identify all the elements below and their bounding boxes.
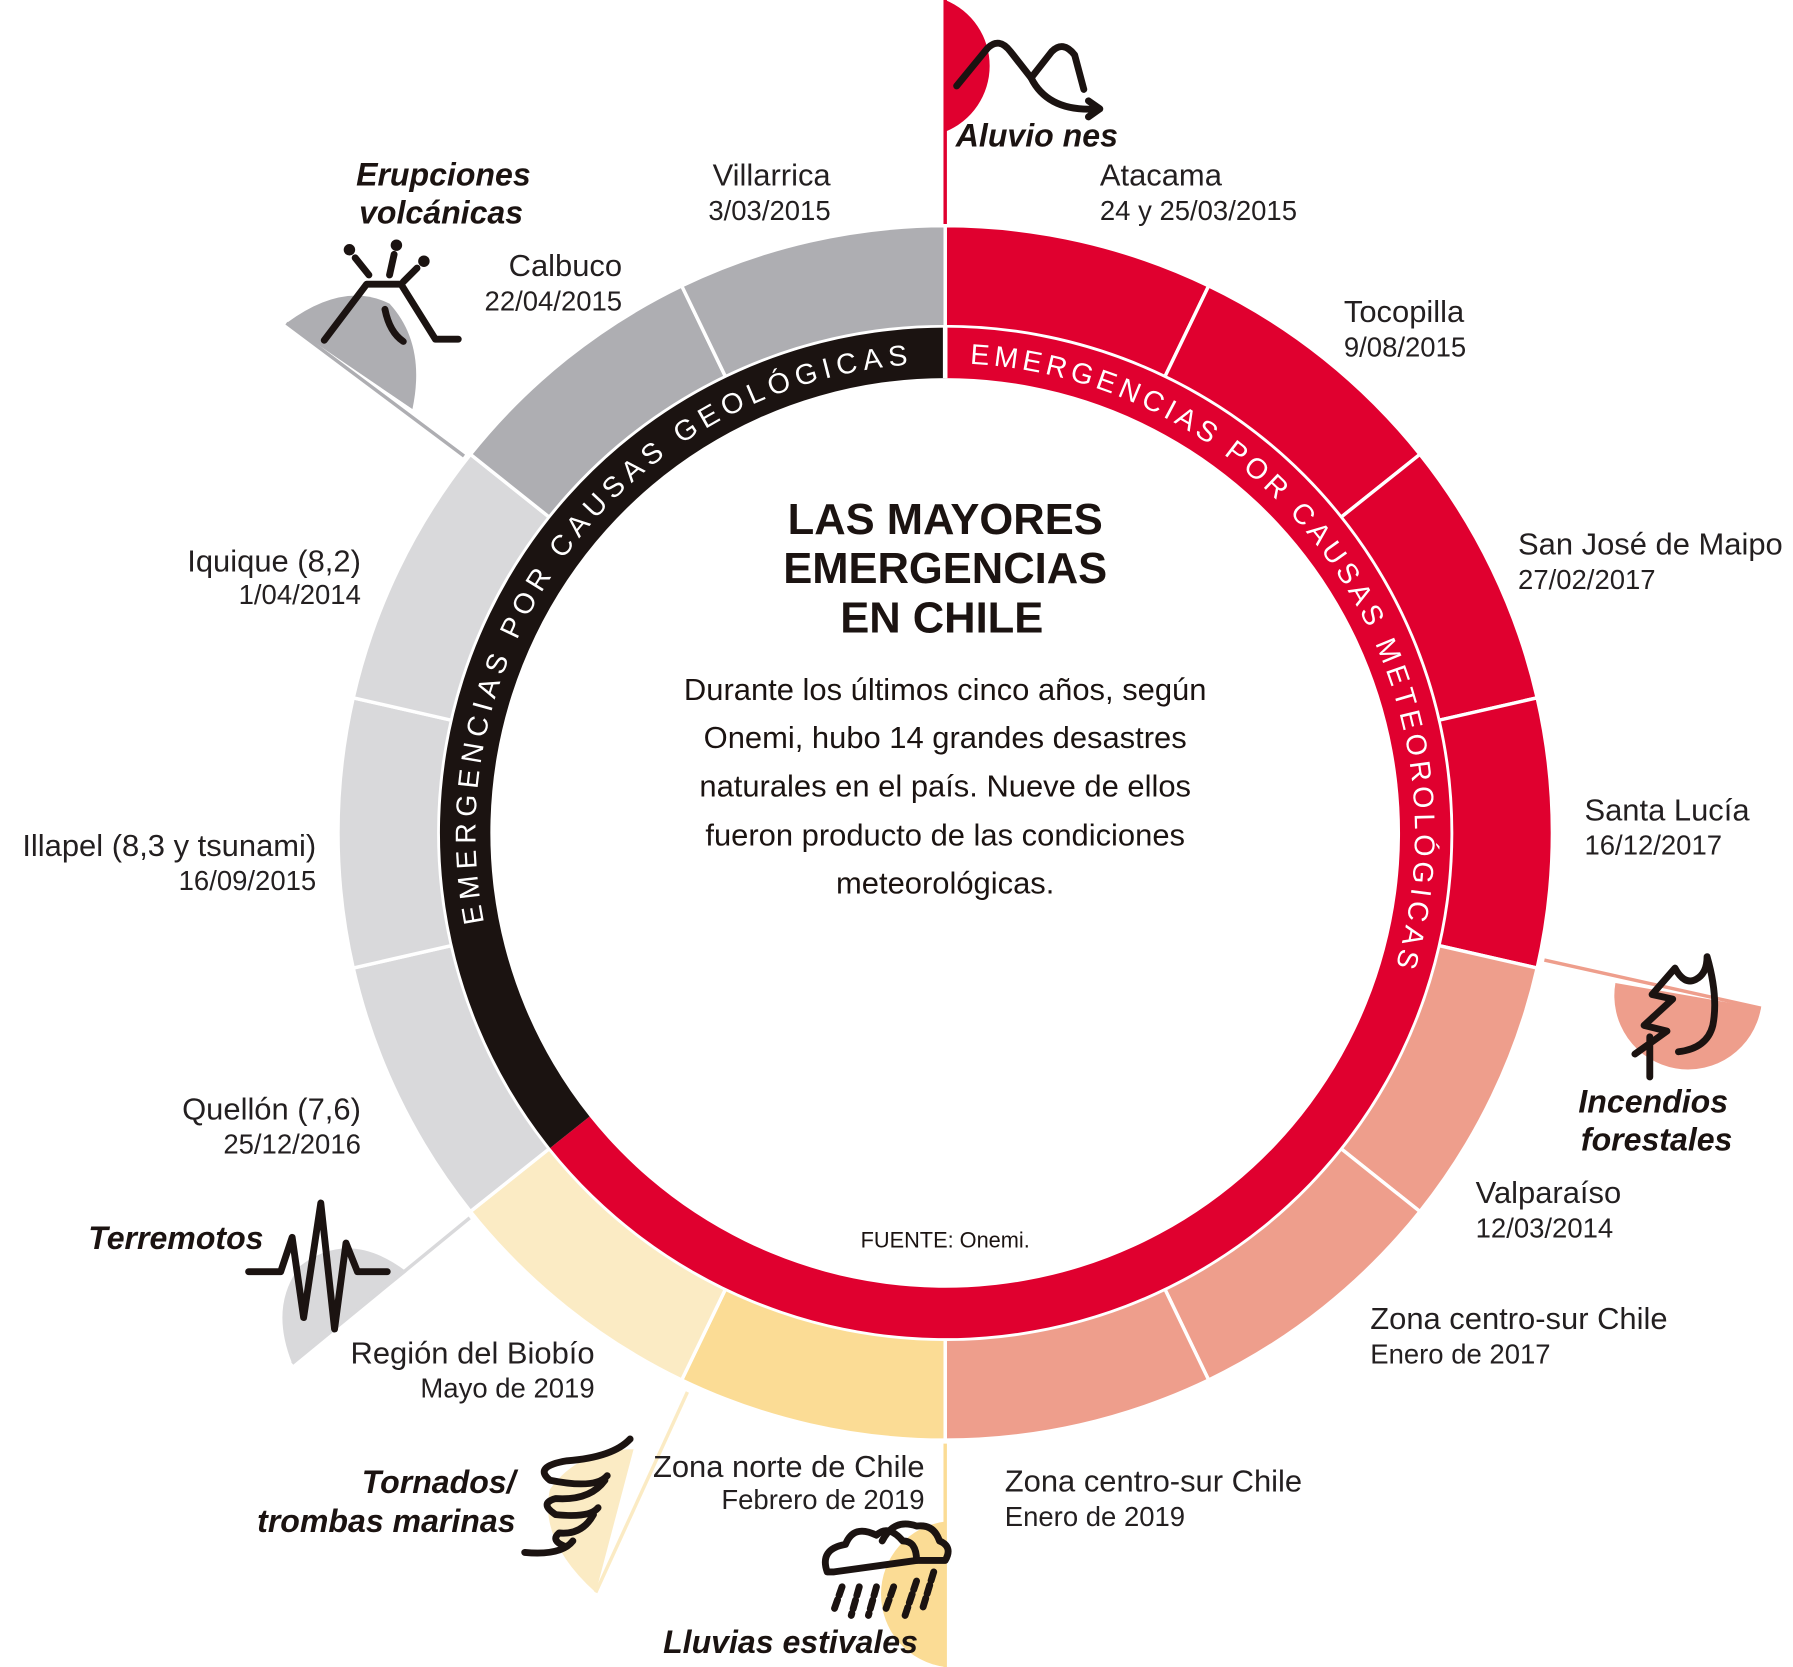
- intro-line: Durante los últimos cinco años, según: [684, 672, 1207, 707]
- mountain-flow-icon: [953, 39, 1104, 121]
- event-name: Illapel (8,3 y tsunami): [22, 828, 316, 863]
- incendios-label-2: forestales: [1581, 1121, 1732, 1157]
- tornados-leader: [594, 1391, 689, 1594]
- event-segments: [336, 223, 1555, 1442]
- event-name: Zona norte de Chile: [653, 1449, 925, 1484]
- intro-line: naturales en el país. Nueve de ellos: [699, 768, 1191, 803]
- volcano-icon: [320, 239, 462, 345]
- event-name: Calbuco: [509, 248, 622, 283]
- erupciones-leader: [285, 321, 466, 458]
- event-name: Tocopilla: [1344, 294, 1465, 329]
- event-name: Santa Lucía: [1584, 792, 1750, 827]
- intro-line: fueron producto de las condiciones: [705, 818, 1185, 853]
- event-name: Valparaíso: [1476, 1175, 1622, 1210]
- event-date: Enero de 2017: [1370, 1338, 1550, 1369]
- segment-terremotos: [336, 695, 454, 971]
- tornado-icon: [521, 1435, 634, 1557]
- tree-fire-icon: [1631, 953, 1719, 1081]
- page-title-line-1: LAS MAYORES: [788, 496, 1103, 544]
- center-text: LAS MAYORES EMERGENCIAS EN CHILE Durante…: [684, 496, 1207, 1253]
- terremotos-wedge: [282, 1248, 407, 1364]
- segment-aluviones: [1436, 695, 1555, 971]
- seismograph-icon: [245, 1199, 391, 1333]
- erupciones-label-1: Erupciones: [356, 157, 531, 193]
- event-date: 12/03/2014: [1476, 1212, 1614, 1243]
- source-note: FUENTE: Onemi.: [861, 1228, 1030, 1253]
- event-name: Zona centro-sur Chile: [1370, 1301, 1667, 1336]
- category-bands: [439, 326, 1451, 1339]
- geological-band: [439, 327, 946, 1148]
- segment-erupciones: [679, 223, 947, 379]
- lluvias-label: Lluvias estivales: [663, 1624, 918, 1660]
- category-labels: Aluvio nes Erupciones volcánicas Incendi…: [88, 118, 1732, 1661]
- erupciones-wedge-fill: [286, 295, 417, 410]
- page-title-line-2: EMERGENCIAS: [783, 545, 1107, 593]
- event-date: Enero de 2019: [1005, 1501, 1185, 1532]
- incendios-label-1: Incendios: [1578, 1083, 1728, 1119]
- aluviones-wedge: [945, 0, 990, 132]
- event-date: 16/12/2017: [1584, 830, 1722, 861]
- event-labels: Atacama 24 y 25/03/2015 Tocopilla 9/08/2…: [22, 158, 1782, 1532]
- event-date: 22/04/2015: [485, 285, 623, 316]
- event-name: Villarrica: [713, 158, 832, 193]
- incendios-leader: [1544, 958, 1762, 1010]
- event-name: Región del Biobío: [350, 1335, 594, 1370]
- event-date: 3/03/2015: [708, 195, 830, 226]
- event-date: 1/04/2014: [239, 579, 361, 610]
- event-name: Quellón (7,6): [182, 1091, 361, 1126]
- event-name: Zona centro-sur Chile: [1005, 1464, 1302, 1499]
- event-name: Atacama: [1100, 158, 1223, 193]
- event-date: 24 y 25/03/2015: [1100, 195, 1297, 226]
- event-date: 27/02/2017: [1518, 564, 1656, 595]
- intro-line: meteorológicas.: [836, 866, 1054, 901]
- page-title-line-3: EN CHILE: [840, 594, 1043, 642]
- event-date: Febrero de 2019: [721, 1484, 924, 1515]
- event-date: 16/09/2015: [179, 865, 317, 896]
- terremotos-label: Terremotos: [88, 1220, 263, 1256]
- event-name: Iquique (8,2): [187, 544, 361, 579]
- intro-line: Onemi, hubo 14 grandes desastres: [704, 720, 1187, 755]
- terremotos-leader: [291, 1216, 471, 1365]
- event-date: 9/08/2015: [1344, 331, 1466, 362]
- tornados-label-1: Tornados/: [362, 1464, 519, 1500]
- event-date: 25/12/2016: [223, 1129, 361, 1160]
- erupciones-label-2: volcánicas: [359, 194, 523, 230]
- event-date: Mayo de 2019: [420, 1373, 594, 1404]
- aluviones-label: Aluvio nes: [955, 118, 1118, 154]
- rain-cloud-icon: [821, 1520, 952, 1619]
- tornados-label-2: trombas marinas: [257, 1503, 515, 1539]
- event-name: San José de Maipo: [1518, 527, 1783, 562]
